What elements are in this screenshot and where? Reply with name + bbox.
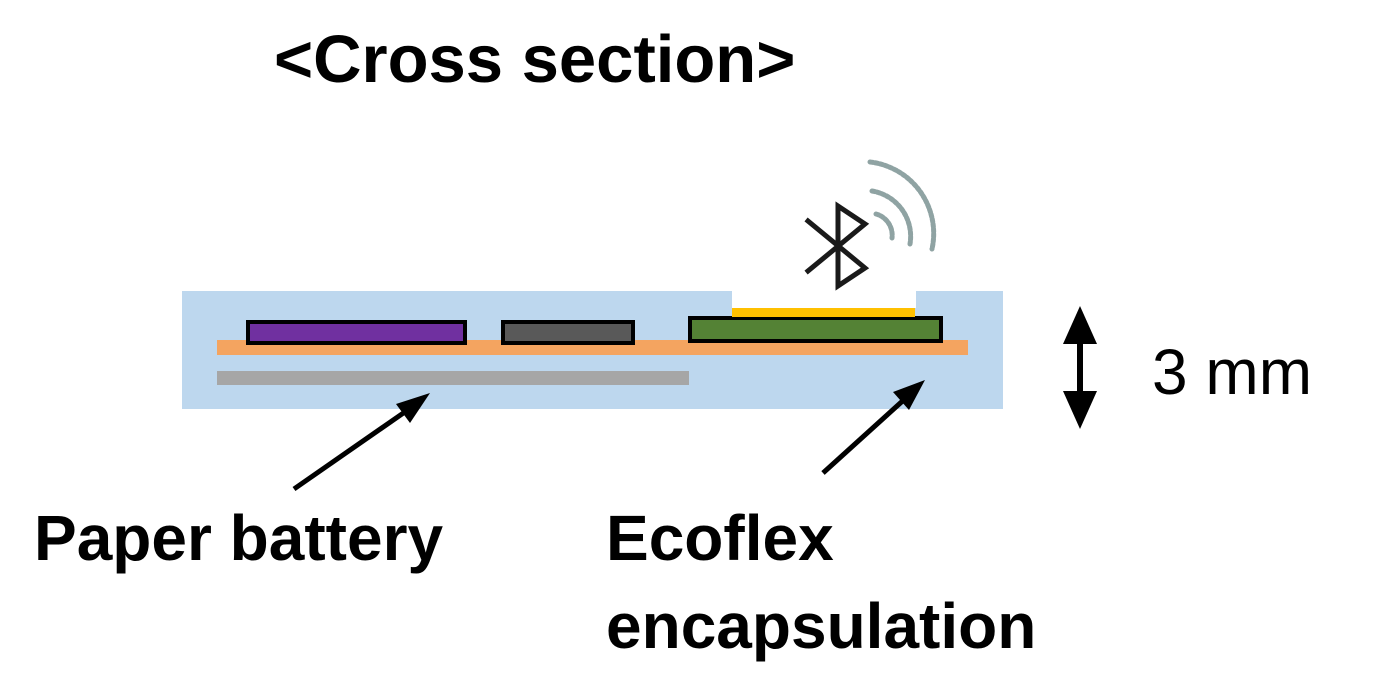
paper-battery-arrowhead (396, 393, 430, 423)
paper-battery-arrow (292, 404, 414, 492)
thickness-arrowhead-bottom (1063, 391, 1097, 429)
thickness-arrowhead-top (1063, 306, 1097, 344)
ecoflex-arrow (821, 395, 909, 475)
paper-battery-label: Paper battery (34, 502, 444, 574)
ecoflex-label-line1: Ecoflex (606, 502, 834, 574)
ecoflex-arrowhead (893, 380, 925, 410)
diagram-title: <Cross section> (274, 22, 796, 97)
component-gray (501, 320, 635, 345)
wireless-waves-icon (867, 159, 937, 252)
paper-battery-layer (217, 371, 689, 385)
bluetooth-icon (804, 201, 870, 291)
antenna-strip (732, 308, 915, 317)
ecoflex-label-line2: encapsulation (606, 590, 1037, 663)
component-purple (246, 320, 467, 345)
component-green (688, 316, 943, 343)
thickness-label: 3 mm (1152, 336, 1312, 408)
ecoflex-encapsulation-label: Ecoflex encapsulation (606, 494, 1126, 671)
